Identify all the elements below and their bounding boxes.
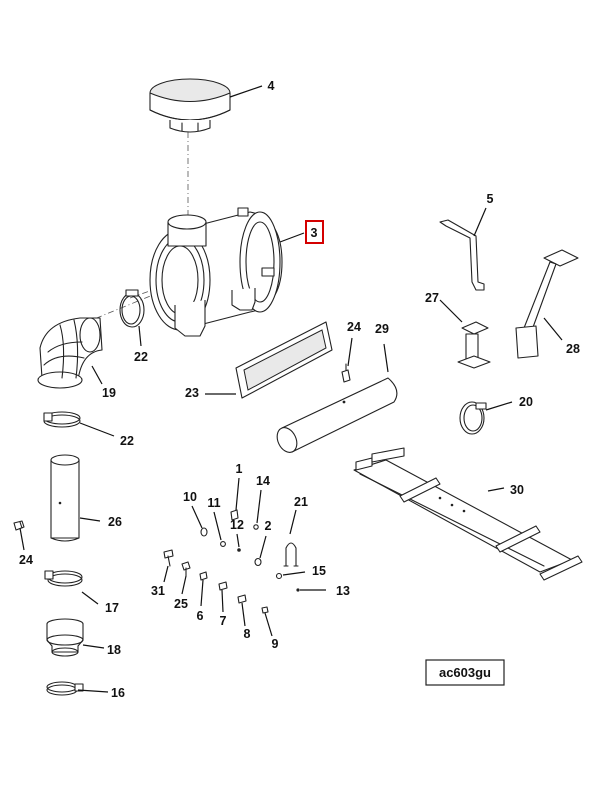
fitting-part-24-center[interactable] (341, 363, 351, 383)
callout-11[interactable]: 11 (207, 496, 220, 510)
hose-clamp-part-22-upper[interactable] (119, 289, 145, 328)
fitting-part-24-left[interactable] (13, 520, 25, 531)
bolt-part-25[interactable] (181, 561, 191, 577)
callout-8[interactable]: 8 (244, 627, 251, 641)
callout-28[interactable]: 28 (566, 342, 580, 356)
elbow-part-19[interactable] (37, 317, 103, 389)
callout-26[interactable]: 26 (108, 515, 122, 529)
callout-22-lower[interactable]: 22 (120, 434, 134, 448)
bolt-part-1[interactable] (230, 509, 239, 521)
callout-16[interactable]: 16 (111, 686, 125, 700)
reference-code-box (425, 659, 505, 686)
callout-30[interactable]: 30 (510, 483, 524, 497)
callout-3[interactable]: 3 (311, 226, 318, 240)
reference-code: ac603gu (439, 665, 491, 680)
hose-clamp-part-20[interactable] (459, 401, 487, 435)
callout-27[interactable]: 27 (425, 291, 439, 305)
hose-clamp-part-17[interactable] (44, 570, 83, 587)
hose-clamp-part-16[interactable] (46, 681, 84, 696)
callout-18[interactable]: 18 (107, 643, 121, 657)
washer-part-14[interactable] (253, 524, 259, 530)
mounting-frame-part-30[interactable] (353, 447, 583, 581)
hose-clamp-part-22-lower[interactable] (43, 411, 81, 428)
bracket-part-28[interactable] (515, 249, 579, 359)
callout-20[interactable]: 20 (519, 395, 533, 409)
callout-25[interactable]: 25 (174, 597, 188, 611)
callout-15[interactable]: 15 (312, 564, 326, 578)
bracket-part-5[interactable] (439, 219, 485, 291)
callout-29[interactable]: 29 (375, 322, 389, 336)
nut-part-12[interactable] (237, 548, 241, 552)
intake-tube-part-29[interactable] (273, 377, 398, 456)
nut-part-2[interactable] (254, 557, 262, 567)
callout-4[interactable]: 4 (268, 79, 275, 93)
callout-6[interactable]: 6 (197, 609, 204, 623)
callout-5[interactable]: 5 (487, 192, 494, 206)
filter-element-part-23[interactable] (235, 321, 333, 399)
air-cleaner-housing-part-3[interactable] (149, 207, 283, 337)
callout-21[interactable]: 21 (294, 495, 308, 509)
support-part-27[interactable] (457, 321, 491, 369)
callout-22-upper[interactable]: 22 (134, 350, 148, 364)
callout-31[interactable]: 31 (151, 584, 165, 598)
callout-9[interactable]: 9 (272, 637, 279, 651)
highlight-box (305, 220, 324, 244)
callout-14[interactable]: 14 (256, 474, 270, 488)
bolt-part-6[interactable] (199, 571, 208, 581)
adapter-part-18[interactable] (46, 618, 84, 657)
callout-19[interactable]: 19 (102, 386, 116, 400)
bolt-part-7[interactable] (218, 581, 228, 591)
callout-24-center[interactable]: 24 (347, 320, 361, 334)
callout-2[interactable]: 2 (265, 519, 272, 533)
callout-12[interactable]: 12 (230, 518, 244, 532)
washer-part-15[interactable] (275, 572, 283, 580)
washer-part-11[interactable] (220, 541, 226, 547)
u-bolt-part-21[interactable] (283, 542, 299, 567)
callout-10[interactable]: 10 (183, 490, 197, 504)
callout-13[interactable]: 13 (336, 584, 350, 598)
bolt-part-10[interactable] (200, 527, 208, 537)
callout-1[interactable]: 1 (236, 462, 243, 476)
nut-part-13[interactable] (296, 588, 300, 592)
screw-part-9[interactable] (261, 606, 269, 614)
callout-17[interactable]: 17 (105, 601, 119, 615)
rain-cap-part-4[interactable] (149, 78, 231, 133)
callout-23[interactable]: 23 (185, 386, 199, 400)
callout-24-left[interactable]: 24 (19, 553, 33, 567)
bolt-part-8[interactable] (237, 594, 247, 604)
pipe-part-26[interactable] (50, 454, 80, 542)
callout-7[interactable]: 7 (220, 614, 227, 628)
bolt-part-31[interactable] (163, 549, 174, 567)
